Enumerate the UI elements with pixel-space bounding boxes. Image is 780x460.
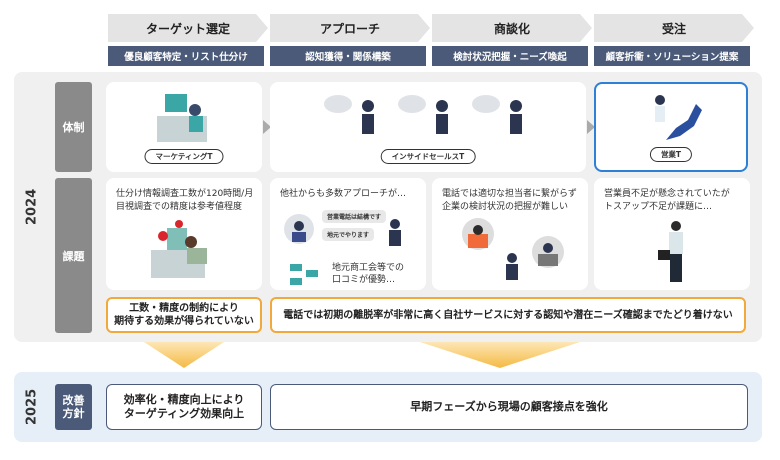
issue-text-2: 地元商工会等での 口コミが優勢… <box>332 263 405 286</box>
issue-card-approach: 他社からも多数アプローチが… 営業電話は結構です 地元でやります 地元商工会等で… <box>270 178 426 290</box>
issue-card-targeting: 仕分け情報調査工数が120時間/月 目視調査での精度は参考値程度 <box>106 178 262 290</box>
year-2025: 2025 <box>24 388 40 426</box>
network-screens-icon <box>290 264 318 285</box>
summary-approach-to-order: 電話では初期の離脱率が非常に高く自社サービスに対する認知や潜在ニーズ確認までたど… <box>270 297 746 333</box>
arrow-right-icon <box>587 120 595 134</box>
team-card-marketing: マーケティングT <box>106 82 262 172</box>
caller-avatar-icon <box>284 214 314 244</box>
team-card-sales: 営業T <box>594 82 748 172</box>
overworked-staff-illustration-icon <box>151 220 207 278</box>
summary-targeting: 工数・精度の制約により 期待する効果が得られていない <box>106 297 262 333</box>
phase-negotiation: 商談化 <box>432 14 592 42</box>
phase-sub-order: 顧客折衝・ソリューション提案 <box>594 46 750 66</box>
phase-order: 受注 <box>594 14 754 42</box>
issue-text: 仕分け情報調査工数が120時間/月 目視調査での精度は参考値程度 <box>116 189 254 212</box>
label-improvement-policy: 改善 方針 <box>55 384 92 430</box>
year-2024: 2024 <box>24 188 40 226</box>
salesperson-illustration-icon <box>658 221 683 282</box>
team-tag-inside-sales: インサイドセールスT <box>380 149 476 164</box>
arrow-right-icon <box>263 120 271 134</box>
speech-bubble-2: 地元でやります <box>322 228 375 241</box>
sales-japan-map-illustration-icon <box>655 95 702 140</box>
issue-text: 営業員不足が懸念されていたが トスアップ不足が課題に… <box>604 189 730 212</box>
operator-illustration-icon <box>389 219 401 246</box>
phase-approach: アプローチ <box>270 14 430 42</box>
speech-bubble-1: 営業電話は結構です <box>322 210 387 223</box>
phase-targeting: ターゲット選定 <box>108 14 268 42</box>
marketing-illustration-icon <box>157 94 207 142</box>
down-arrow-icon <box>144 342 224 368</box>
inside-sales-illustration-icon <box>324 95 522 134</box>
issue-text: 他社からも多数アプローチが… <box>280 189 407 199</box>
team-card-inside-sales: インサイドセールスT <box>270 82 586 172</box>
policy-customer-contact: 早期フェーズから現場の顧客接点を強化 <box>270 384 748 430</box>
phase-sub-approach: 認知獲得・関係構築 <box>270 46 426 66</box>
phase-sub-negotiation: 検討状況把握・ニーズ喚起 <box>432 46 588 66</box>
issue-text: 電話では適切な担当者に繋がらず 企業の検討状況の把握が難しい <box>442 189 577 212</box>
phone-miscommunication-illustration-icon <box>462 218 564 280</box>
issue-card-order: 営業員不足が懸念されていたが トスアップ不足が課題に… <box>594 178 750 290</box>
issue-card-negotiation: 電話では適切な担当者に繋がらず 企業の検討状況の把握が難しい <box>432 178 588 290</box>
team-tag-sales: 営業T <box>649 147 693 162</box>
down-arrow-icon <box>420 342 580 368</box>
policy-targeting: 効率化・精度向上により ターゲティング効果向上 <box>106 384 262 430</box>
label-structure: 体制 <box>55 82 92 172</box>
label-issues: 課題 <box>55 178 92 333</box>
phase-sub-targeting: 優良顧客特定・リスト仕分け <box>108 46 264 66</box>
team-tag-marketing: マーケティングT <box>144 149 224 164</box>
